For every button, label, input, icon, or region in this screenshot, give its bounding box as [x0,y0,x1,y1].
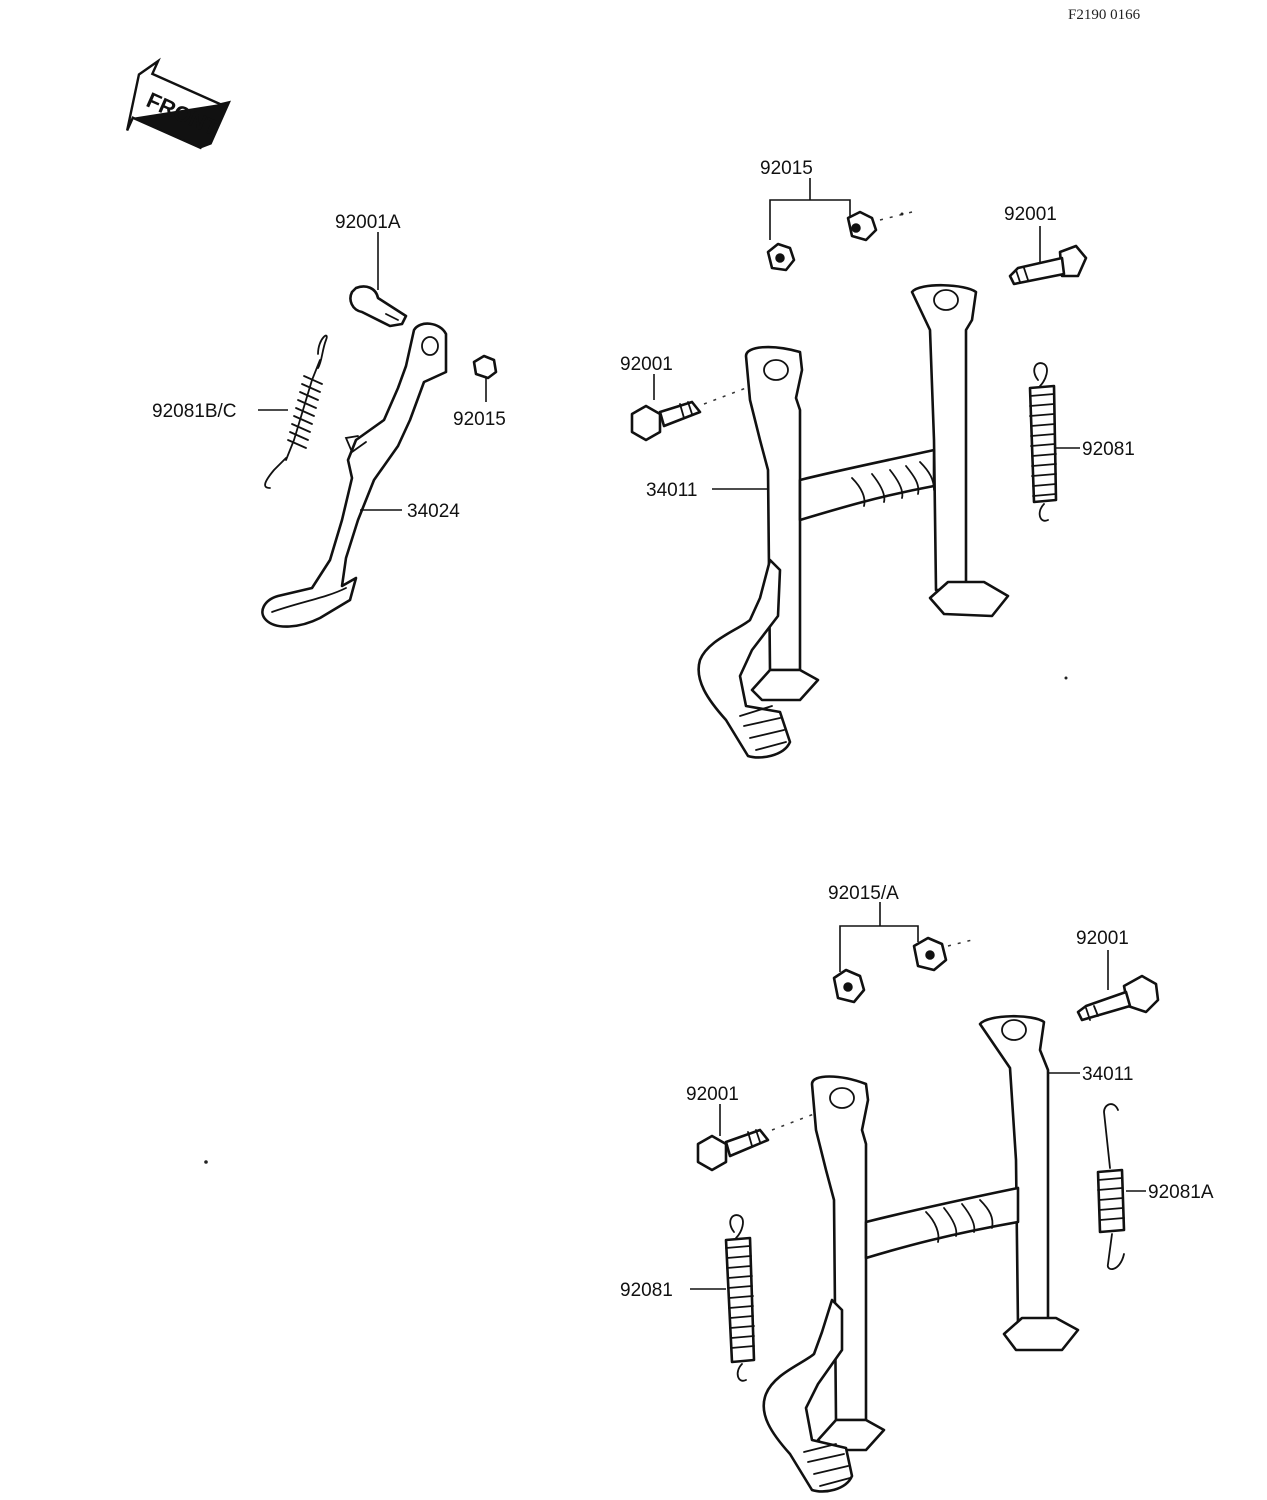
leader-92015A-lower [839,902,919,972]
upper-bolt-left [630,400,702,442]
label-92001A: 92001A [335,212,401,233]
front-direction-badge: FRONT [125,57,232,150]
side-stand-group: 92001A 92081B/C 92015 34024 [152,212,506,628]
label-92081-lower: 92081 [620,1280,673,1301]
side-stand [261,322,448,628]
leader-92015-upper [769,178,851,240]
upper-nut-left [766,242,796,272]
label-92001-upper-left: 92001 [620,354,673,375]
label-92001-lower-right: 92001 [1076,928,1129,949]
label-34011-upper: 34011 [646,480,697,501]
upper-nut-right [846,210,878,242]
label-92081A-lower: 92081A [1148,1182,1214,1203]
document-code: F2190 0166 [1068,7,1141,23]
side-stand-spring [264,334,328,489]
label-92081-upper: 92081 [1082,439,1135,460]
lower-spring-left [724,1214,756,1382]
upper-bolt-right [1008,244,1088,286]
label-34011-lower: 34011 [1082,1064,1133,1085]
label-92001-upper-right: 92001 [1004,204,1057,225]
label-92015-side: 92015 [453,409,506,430]
lower-nut-left [832,968,866,1004]
label-92081BC: 92081B/C [152,401,237,422]
label-92001-lower-left: 92001 [686,1084,739,1105]
lower-bolt-left [696,1128,770,1172]
lower-spring-right [1096,1103,1126,1270]
label-92015A-lower: 92015/A [828,883,899,904]
center-stand-upper-group: 92015 92001 92001 92081 34011 [620,158,1135,759]
lower-nut-right [912,936,948,972]
label-34024: 34024 [407,501,460,522]
side-stand-nut [472,354,498,380]
center-stand-lower-group: 92015/A 92001 34011 92001 92081A 92081 [620,883,1214,1493]
upper-spring [1028,362,1058,522]
center-stand-lower [762,1014,1080,1493]
side-stand-pivot-bolt [349,285,408,328]
lower-bolt-right [1076,974,1160,1022]
label-92015-upper: 92015 [760,158,813,179]
center-stand-upper [697,283,1010,759]
